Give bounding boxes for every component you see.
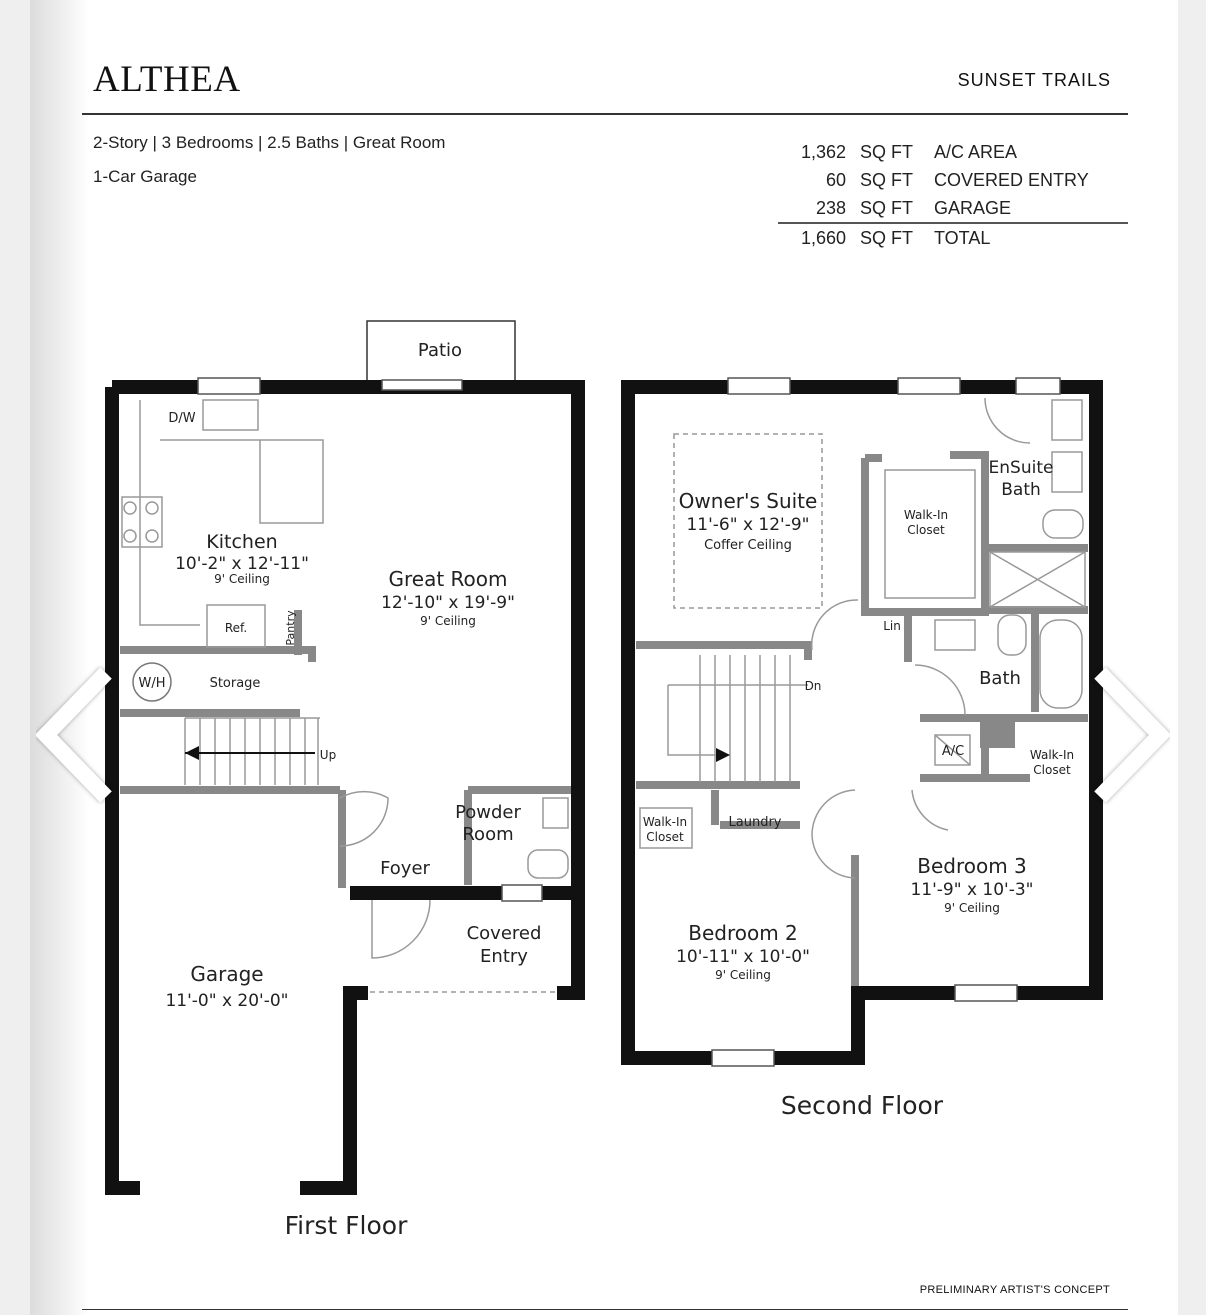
sqft-label: GARAGE [934,197,1012,218]
sqft-row: 60 SQ FT COVERED ENTRY [778,166,1128,194]
room-label-ensuite: EnSuite [989,458,1054,478]
room-label-ensuite-bath: Bath [1001,480,1041,500]
sqft-unit: SQ FT [860,197,913,218]
second-floor-plan [621,377,1103,1067]
sqft-value: 1,362 [800,141,846,162]
floorplan-sheet [30,0,1178,1315]
ac-label: A/C [942,744,964,759]
room-label-entry: Entry [480,946,528,967]
room-label-garage: Garage [190,962,263,986]
great-room-ceiling: 9' Ceiling [420,614,476,628]
sqft-unit: SQ FT [860,141,913,162]
bedroom-3-dimensions: 11'-9" x 10'-3" [910,880,1033,900]
community-name: SUNSET TRAILS [957,70,1111,90]
room-label-laundry: Laundry [729,815,782,830]
garage-dimensions: 11'-0" x 20'-0" [165,991,288,1011]
room-label-owners-suite: Owner's Suite [679,489,818,513]
bedroom-3-ceiling: 9' Ceiling [944,901,1000,915]
sqft-value: 1,660 [800,227,846,248]
previous-image-button[interactable] [34,665,116,805]
room-label-great-room: Great Room [389,567,508,591]
sqft-row: 238 SQ FT GARAGE [778,194,1128,222]
room-label-kitchen: Kitchen [206,531,277,553]
room-label-foyer: Foyer [380,858,430,879]
owners-suite-dimensions: 11'-6" x 12'-9" [686,515,809,535]
room-label-bath: Bath [979,668,1021,689]
first-floor-labels: Patio D/W Kitchen 10'-2" x 12'-11" 9' Ce… [138,340,541,1240]
second-floor-caption: Second Floor [781,1091,944,1120]
plan-title: ALTHEA [93,59,241,100]
kitchen-dimensions: 10'-2" x 12'-11" [175,554,309,574]
walk-in-closet-3-label: Walk-In [1030,748,1074,762]
walk-in-closet-2-label: Walk-In [643,815,687,829]
sqft-value: 238 [815,197,846,218]
walk-in-closet-label: Walk-In [904,508,948,522]
sqft-value: 60 [825,169,846,190]
room-label-bedroom-3: Bedroom 3 [917,854,1027,878]
kitchen-ceiling: 9' Ceiling [214,572,270,586]
second-floor-labels: Owner's Suite 11'-6" x 12'-9" Coffer Cei… [643,458,1074,1120]
refrigerator-label: Ref. [225,621,247,635]
bedroom-2-dimensions: 10'-11" x 10'-0" [676,947,810,967]
sqft-unit: SQ FT [860,227,913,248]
walk-in-closet-3-label-2: Closet [1033,763,1071,777]
header-divider [82,113,1128,115]
walk-in-closet-2-label-2: Closet [646,830,684,844]
footer-divider [82,1309,1128,1310]
sqft-label: TOTAL [934,227,991,248]
room-label-powder: Powder [455,802,521,823]
chevron-right-icon [1094,667,1172,803]
walk-in-closet-label-2: Closet [907,523,945,537]
sqft-label: COVERED ENTRY [934,169,1089,190]
room-label-powder-room: Room [462,824,513,845]
ac-chase [980,720,1015,748]
features-line-1: 2-Story | 3 Bedrooms | 2.5 Baths | Great… [93,133,446,152]
linen-label: Lin [883,619,901,633]
chevron-left-icon [34,667,112,803]
room-label-covered: Covered [467,923,542,944]
stairs-down-label: Dn [805,679,822,693]
first-floor-plan [105,320,585,1195]
first-floor-caption: First Floor [285,1211,408,1240]
sqft-unit: SQ FT [860,169,913,190]
features-line-2: 1-Car Garage [93,167,197,186]
stairs-up-label: Up [320,748,336,762]
owners-suite-ceiling: Coffer Ceiling [704,538,792,553]
dishwasher-label: D/W [168,411,195,426]
sqft-divider [778,222,1128,224]
sqft-row: 1,362 SQ FT A/C AREA [778,138,1128,166]
next-image-button[interactable] [1090,665,1172,805]
room-label-bedroom-2: Bedroom 2 [688,921,798,945]
great-room-dimensions: 12'-10" x 19'-9" [381,593,515,613]
storage-label: Storage [210,676,261,691]
sqft-label: A/C AREA [934,141,1018,162]
room-label-patio: Patio [418,340,462,361]
water-heater-label: W/H [138,676,165,691]
bedroom-2-ceiling: 9' Ceiling [715,968,771,982]
sqft-total-row: 1,660 SQ FT TOTAL [778,224,1128,252]
pantry-label: Pantry [284,610,297,646]
preliminary-note: PRELIMINARY ARTIST'S CONCEPT [919,1284,1110,1296]
